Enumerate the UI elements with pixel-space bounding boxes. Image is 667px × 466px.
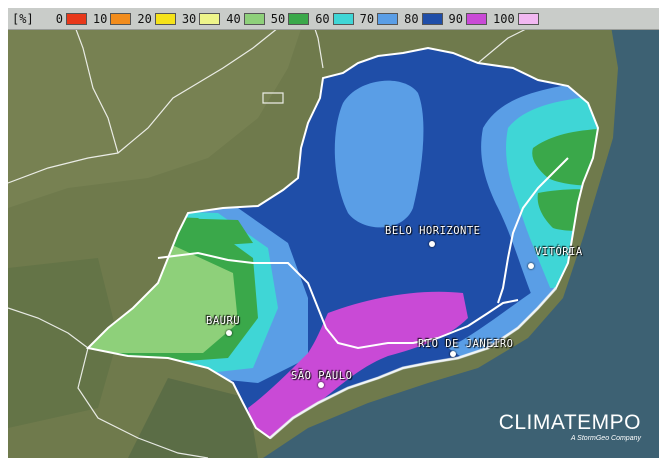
legend-item: 50 <box>270 11 310 26</box>
city-label-vitoria: VITÓRIA <box>535 246 583 258</box>
legend-item: 80 <box>404 11 443 26</box>
legend-item: 10 <box>92 11 132 26</box>
legend-swatch <box>154 12 176 25</box>
legend-swatch <box>65 12 87 25</box>
legend-value: 0 <box>55 11 63 26</box>
city-dot-bauru <box>226 330 232 336</box>
legend-item: 20 <box>137 11 176 26</box>
city-dot-vitoria <box>528 263 534 269</box>
legend-swatch <box>199 12 221 25</box>
brand-logo: CLIMATEMPO A StormGeo Company <box>499 411 641 442</box>
legend-value: 30 <box>181 11 197 26</box>
legend-value: 50 <box>270 11 286 26</box>
legend-swatch <box>332 12 354 25</box>
land-shade-west <box>8 258 118 428</box>
legend-value: 60 <box>315 11 330 26</box>
legend-value: 40 <box>226 11 241 26</box>
legend-items: 0 10 20 30 40 50 60 70 80 90 100 <box>56 12 545 26</box>
legend-swatch <box>377 12 399 25</box>
city-label-belo-horizonte: BELO HORIZONTE <box>385 225 481 237</box>
legend-item: 100 <box>493 12 539 26</box>
legend-bar: [%] 0 10 20 30 40 50 60 70 80 90 100 <box>8 8 659 30</box>
legend-item: 0 <box>56 12 87 26</box>
legend-swatch <box>421 12 443 25</box>
legend-value: 10 <box>92 11 108 26</box>
city-dot-belo-horizonte <box>429 241 435 247</box>
legend-swatch <box>288 12 310 25</box>
legend-value: 70 <box>359 11 375 26</box>
legend-item: 70 <box>359 11 399 26</box>
legend-swatch <box>517 12 539 25</box>
legend-swatch <box>243 12 265 25</box>
coastline <box>269 286 558 440</box>
legend-value: 90 <box>448 11 463 26</box>
city-label-sao-paulo: SÃO PAULO <box>291 370 353 382</box>
legend-unit: [%] <box>12 11 34 26</box>
legend-swatch <box>110 12 132 25</box>
land-shade-north <box>8 8 308 208</box>
city-label-rio-de-janeiro: RIO DE JANEIRO <box>418 338 514 350</box>
legend-value: 20 <box>137 11 152 26</box>
brand-tagline: A StormGeo Company <box>570 435 641 442</box>
city-dot-sao-paulo <box>318 382 324 388</box>
legend-swatch <box>466 12 487 25</box>
map-canvas <box>8 8 659 458</box>
legend-value: 80 <box>404 11 419 26</box>
city-label-bauru: BAURU <box>206 315 241 327</box>
city-dot-rio-de-janeiro <box>450 351 456 357</box>
brand-name: CLIMATEMPO <box>498 411 641 434</box>
legend-item: 40 <box>226 11 265 26</box>
legend-item: 60 <box>315 11 354 26</box>
legend-item: 90 <box>449 12 487 26</box>
legend-item: 30 <box>181 11 221 26</box>
legend-value: 100 <box>493 11 515 26</box>
land-shade-south <box>128 378 258 458</box>
map-frame: [%] 0 10 20 30 40 50 60 70 80 90 100 BELO HORIZONT… <box>8 8 659 458</box>
